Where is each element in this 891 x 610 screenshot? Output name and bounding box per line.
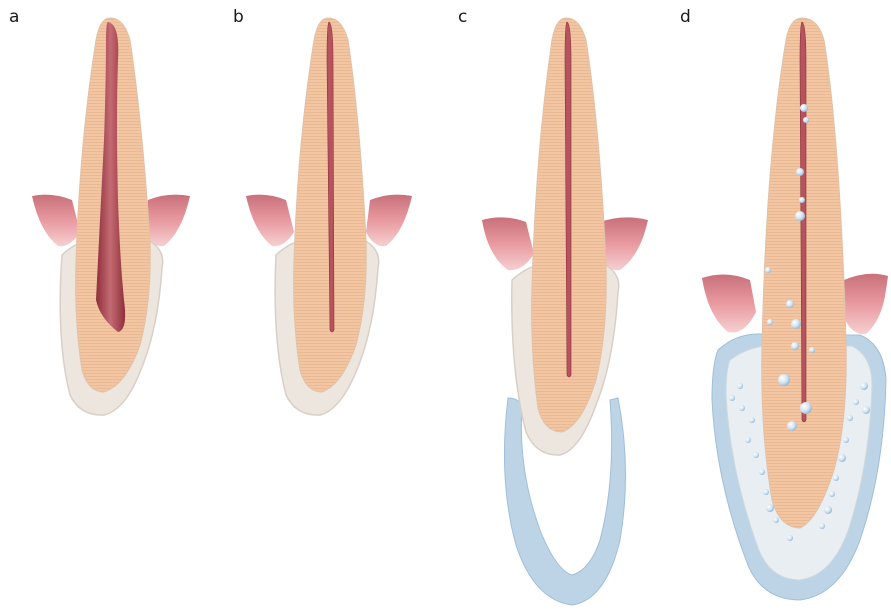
gum-left-d bbox=[702, 274, 756, 332]
gum-right-b bbox=[366, 195, 412, 247]
panel-c bbox=[482, 18, 648, 605]
panel-d bbox=[702, 18, 888, 600]
gum-right-a bbox=[144, 195, 190, 247]
panel-b bbox=[246, 18, 412, 415]
gum-left-a bbox=[32, 195, 80, 247]
gum-right-d bbox=[842, 274, 888, 334]
panel-a bbox=[32, 18, 190, 415]
gum-left-b bbox=[246, 195, 294, 247]
gum-left-c bbox=[482, 217, 534, 270]
